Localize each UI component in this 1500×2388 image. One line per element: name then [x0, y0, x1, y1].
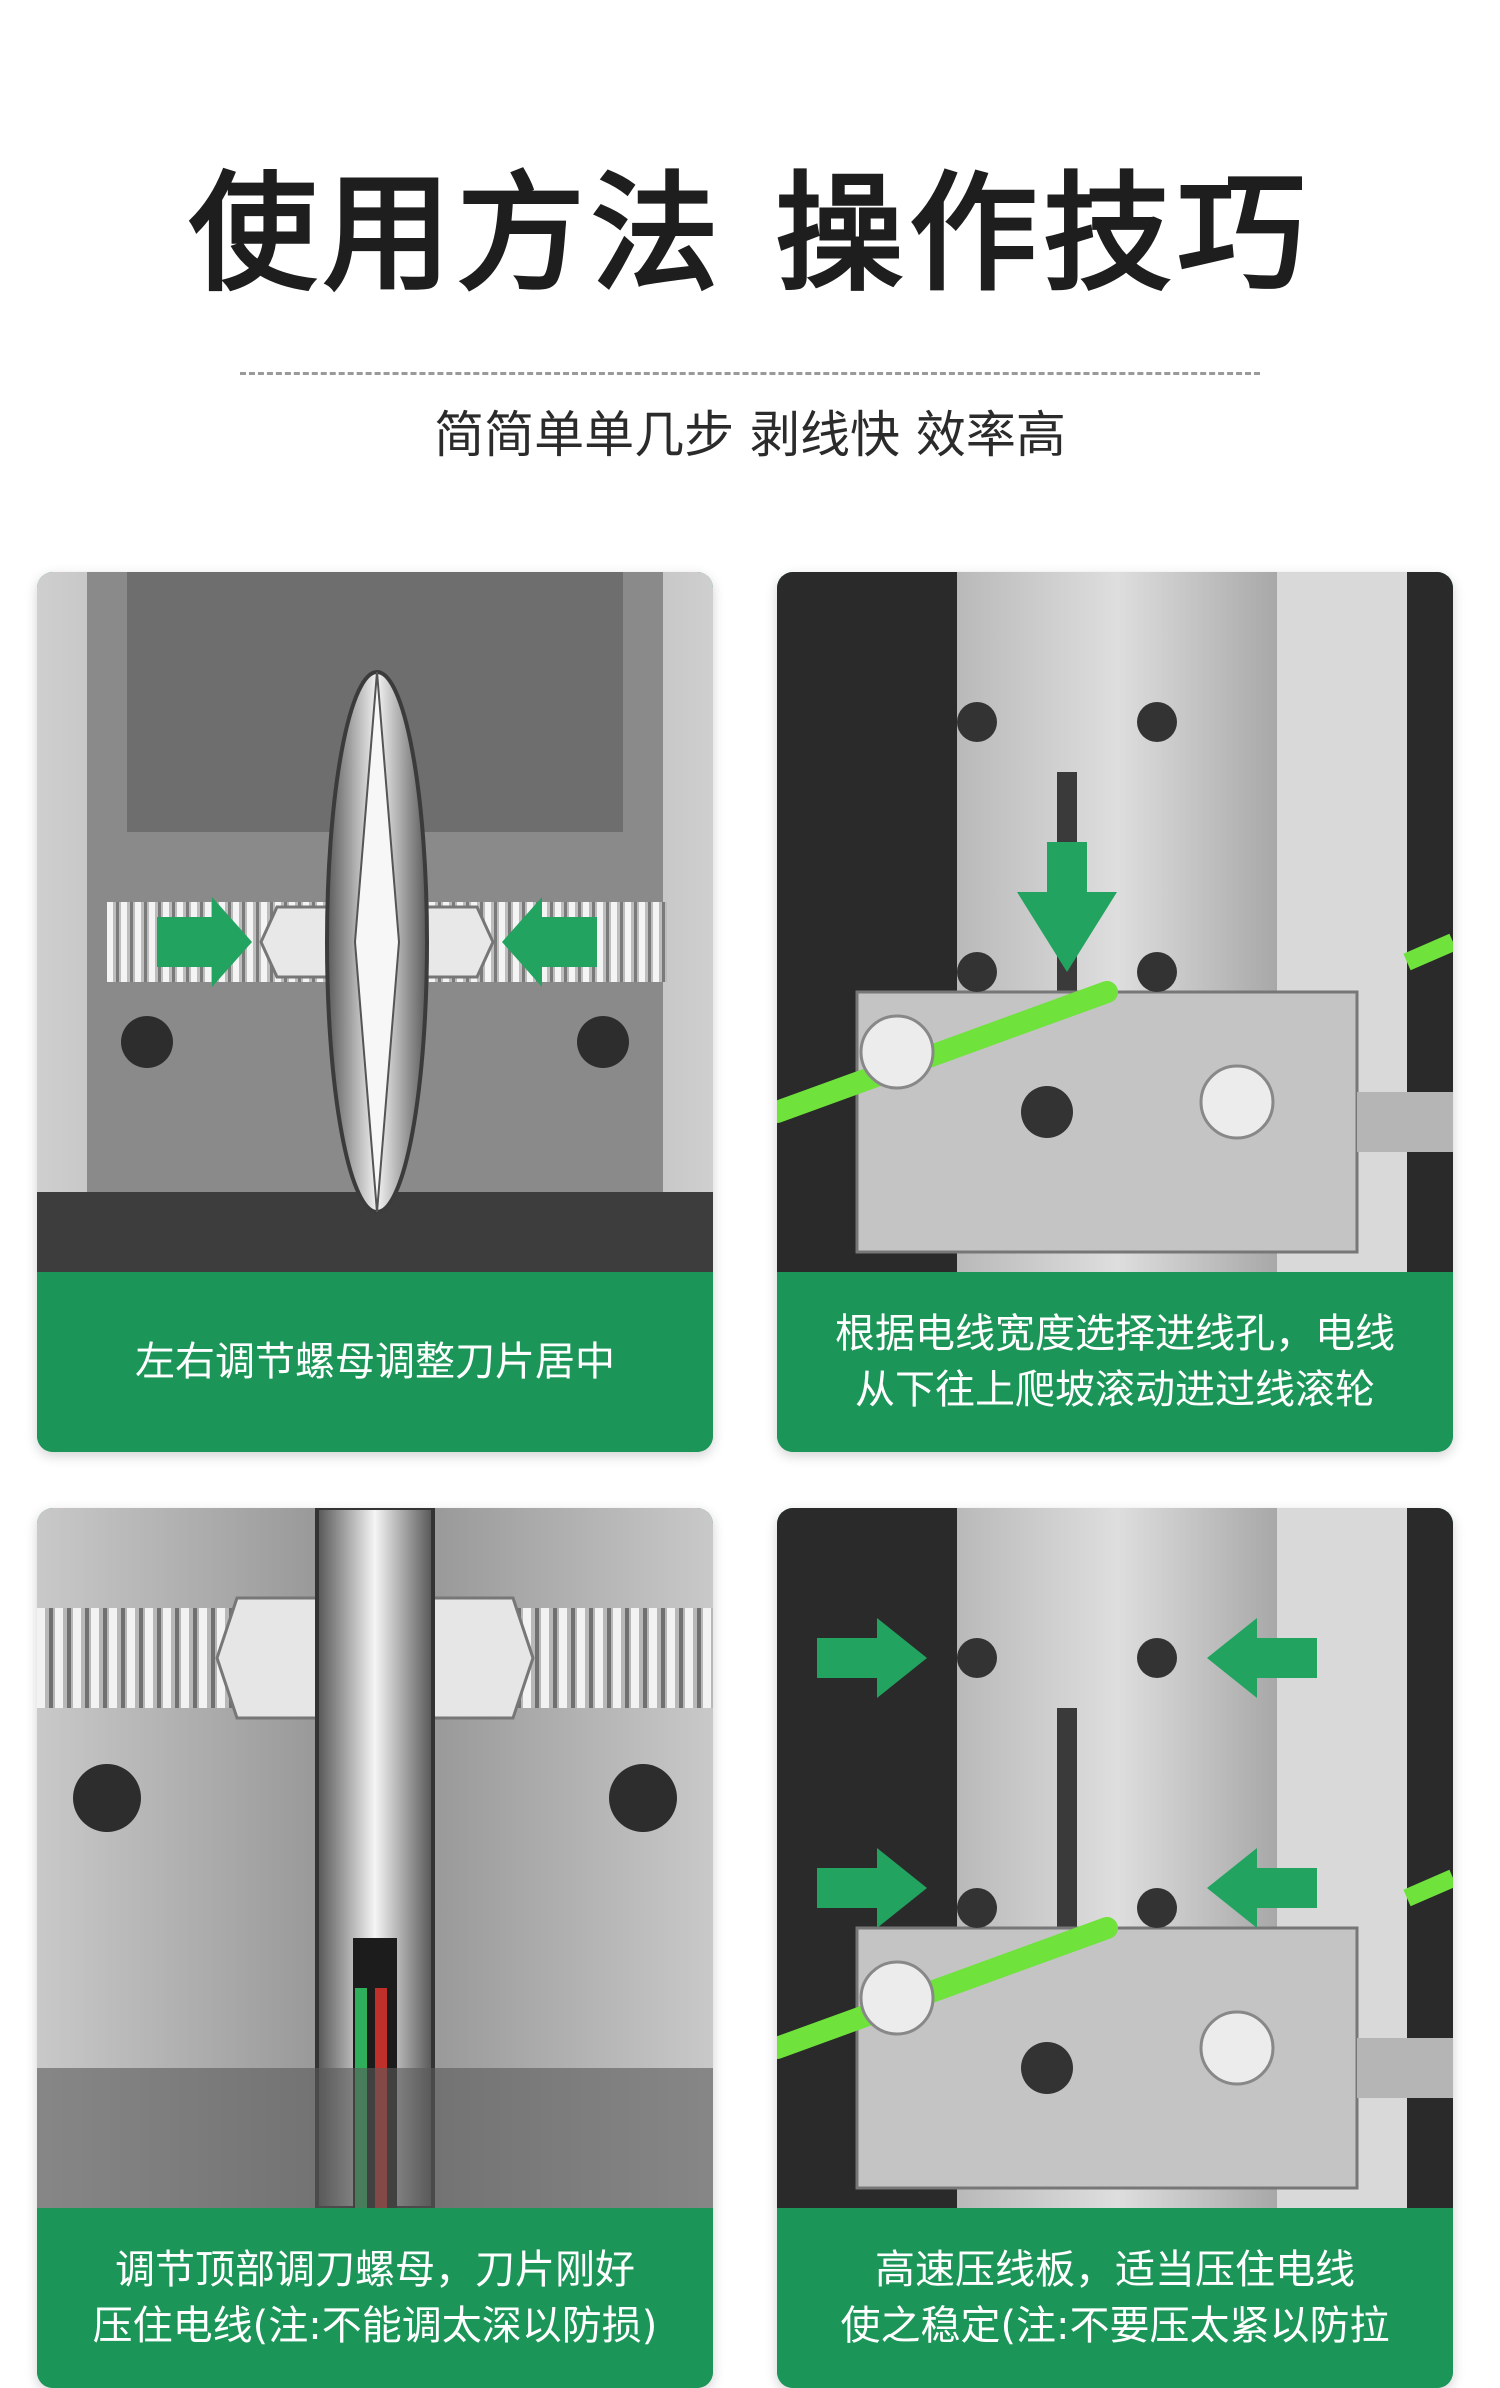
- step-3-caption-line-2: 压住电线(注:不能调太深以防损): [92, 2303, 658, 2349]
- step-4-caption-line-2: 使之稳定(注:不要压太紧以防拉: [840, 2303, 1390, 2349]
- page-title: 使用方法 操作技巧: [188, 160, 1312, 309]
- step-3-caption: 调节顶部调刀螺母，刀片刚好 压住电线(注:不能调太深以防损): [37, 2208, 713, 2388]
- step-card-2: 根据电线宽度选择进线孔，电线 从下往上爬坡滚动进过线滚轮: [777, 572, 1453, 1452]
- step-2-photo: [777, 572, 1453, 1272]
- step-1-photo: [37, 572, 713, 1272]
- step-card-3: 调节顶部调刀螺母，刀片刚好 压住电线(注:不能调太深以防损): [37, 1508, 713, 2388]
- step-2-caption-line-1: 根据电线宽度选择进线孔，电线: [835, 1311, 1395, 1357]
- step-card-4: 高速压线板，适当压住电线 使之稳定(注:不要压太紧以防拉: [777, 1508, 1453, 2388]
- title-divider: [240, 372, 1260, 375]
- step-2-caption-line-2: 从下往上爬坡滚动进过线滚轮: [855, 1367, 1375, 1413]
- step-card-1: 左右调节螺母调整刀片居中: [37, 572, 713, 1452]
- page-subtitle: 简简单单几步 剥线快 效率高: [434, 406, 1066, 464]
- step-2-caption: 根据电线宽度选择进线孔，电线 从下往上爬坡滚动进过线滚轮: [777, 1272, 1453, 1452]
- step-4-caption-line-1: 高速压线板，适当压住电线: [875, 2247, 1355, 2293]
- step-4-caption: 高速压线板，适当压住电线 使之稳定(注:不要压太紧以防拉: [777, 2208, 1453, 2388]
- step-1-caption: 左右调节螺母调整刀片居中: [37, 1272, 713, 1452]
- step-3-photo: [37, 1508, 713, 2208]
- step-3-caption-line-1: 调节顶部调刀螺母，刀片刚好: [115, 2247, 635, 2293]
- step-1-caption-line-1: 左右调节螺母调整刀片居中: [135, 1339, 615, 1385]
- step-4-photo: [777, 1508, 1453, 2208]
